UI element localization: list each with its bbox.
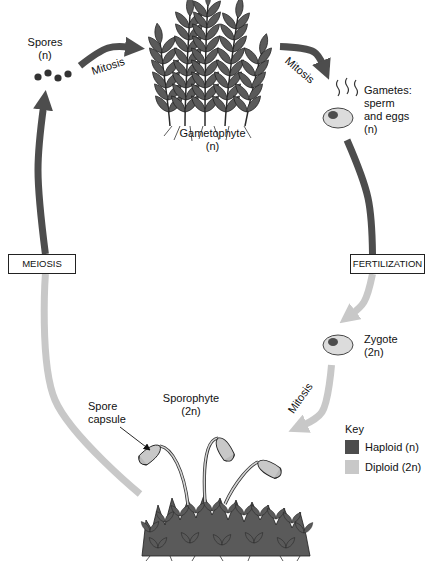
- leaf-pair: [191, 10, 223, 31]
- leaf-pair: [243, 531, 264, 544]
- leaf-pair: [293, 521, 314, 534]
- cycle-arrow: [44, 274, 140, 494]
- leaf-pair: [242, 46, 274, 67]
- edge-label: Mitosis: [283, 54, 317, 85]
- legend-text: Diploid (2n): [365, 461, 421, 473]
- spore-dot: [44, 69, 51, 76]
- stage-node: Gametes: sperm and eggs (n): [322, 78, 422, 140]
- moss-leaf: [234, 0, 244, 18]
- gametophyte-plant: [146, 0, 274, 141]
- leaf-pair: [281, 511, 302, 524]
- seta-outline: [160, 438, 258, 505]
- zygote-cell: [323, 335, 353, 355]
- spore-dot: [34, 73, 41, 80]
- legend-swatch: [345, 440, 359, 454]
- cycle-arrow: [352, 274, 372, 314]
- edge-label: Mitosis: [285, 381, 314, 416]
- gametes-drawing: [323, 78, 358, 128]
- stage-node: Gametophyte (n): [145, 0, 280, 155]
- stage-node: Sporophyte (2n): [140, 392, 290, 562]
- edge-label: Mitosis: [90, 55, 126, 77]
- stage-label: Zygote (2n): [364, 333, 409, 359]
- leaf-pair: [233, 503, 254, 516]
- spore-capsule: [255, 457, 284, 481]
- seta-stalk: [160, 438, 258, 505]
- egg-cell: [323, 108, 353, 128]
- moss-leaf: [186, 0, 193, 16]
- legend-row: Diploid (2n): [345, 460, 421, 474]
- spore-dot: [64, 70, 71, 77]
- process-box: MEIOSIS: [8, 254, 76, 274]
- legend-title: Key: [345, 423, 385, 436]
- cycle-arrow: [38, 106, 45, 254]
- spore-dot: [54, 74, 61, 81]
- zygote-drawing: [323, 335, 353, 355]
- stage-label: Spores (n): [25, 36, 65, 62]
- zygote-nucleus: [328, 338, 338, 346]
- process-label: FERTILIZATION: [353, 259, 422, 269]
- egg-nucleus: [328, 111, 338, 119]
- stage-label: Gametophyte (n): [175, 127, 250, 153]
- leaf-pair: [139, 520, 160, 533]
- process-label: MEIOSIS: [22, 259, 62, 269]
- legend-swatch: [345, 460, 359, 474]
- leaf-pair: [179, 531, 200, 544]
- stage-node: Spores (n): [10, 36, 80, 90]
- cycle-arrow: [347, 140, 373, 254]
- rhizoid-lines: [146, 556, 300, 561]
- leaf-pair: [211, 533, 232, 546]
- moss-leaf: [206, 0, 211, 6]
- leaf-pair: [154, 510, 175, 523]
- legend-text: Haploid (n): [365, 441, 419, 453]
- stage-node: Zygote (2n): [322, 325, 417, 365]
- sperm-cells: [337, 78, 358, 96]
- leaf-pair: [147, 536, 168, 549]
- leaf-pair: [275, 536, 296, 549]
- stage-label: Gametes: sperm and eggs (n): [364, 84, 414, 136]
- process-box: FERTILIZATION: [350, 254, 425, 274]
- moss-leaf: [258, 33, 270, 55]
- stage-label: Sporophyte (2n): [158, 392, 224, 418]
- sporophyte-plant: [136, 435, 315, 561]
- leaf-pair: [217, 501, 238, 514]
- leaf-pair: [169, 504, 190, 517]
- callout-label: Spore capsule: [88, 400, 133, 426]
- legend-row: Haploid (n): [345, 440, 419, 454]
- spore-capsule: [136, 441, 164, 467]
- spores-dots: [34, 69, 71, 81]
- leader-line: [120, 427, 150, 450]
- moss-leaf: [154, 23, 164, 45]
- spore-capsule: [213, 435, 237, 464]
